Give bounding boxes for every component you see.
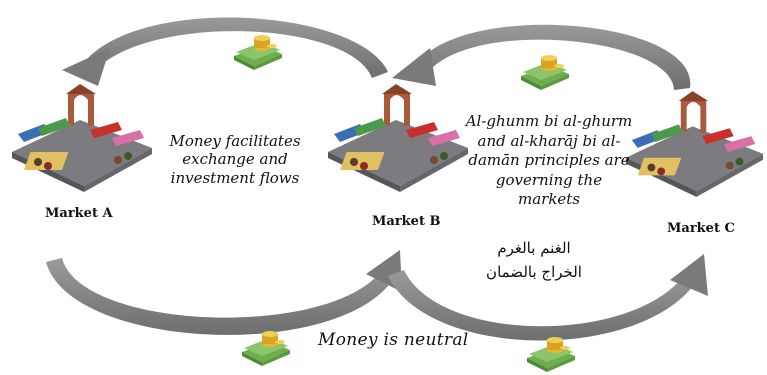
money-stack-icon: [240, 328, 292, 372]
arrow-b-to-c: [388, 270, 700, 341]
arabic-maxims: الغنم بالغرم الخراج بالضمان: [474, 236, 594, 284]
arabic-line: الخراج بالضمان: [486, 263, 582, 281]
caption-line: governing the markets: [495, 170, 603, 209]
market-a-label: Market A: [45, 206, 113, 221]
caption-line: investment flows: [170, 168, 300, 187]
market-b-label: Market B: [372, 214, 441, 229]
market-c-label: Market C: [667, 221, 735, 236]
caption-money-neutral: Money is neutral: [318, 330, 469, 350]
arrow-b-to-a: [88, 17, 388, 78]
caption-line: Money facilitates: [169, 132, 301, 150]
caption-line: Al-ghunm bi al-ghurm: [465, 112, 633, 130]
caption-line: damān principles are: [468, 151, 630, 169]
arrowhead-b-top: [392, 48, 436, 86]
money-stack-icon: [525, 334, 577, 375]
caption-line: exchange and: [182, 150, 288, 169]
market-b-icon: [324, 82, 472, 196]
caption-line: and al-kharāj bi al-: [477, 131, 621, 150]
arrow-c-to-b: [418, 24, 691, 90]
market-a-icon: [8, 82, 156, 196]
arrowhead-a: [62, 48, 110, 86]
arabic-line: الغنم بالغرم: [497, 239, 571, 257]
caption-money-facilitates: Money facilitates exchange and investmen…: [160, 132, 310, 187]
caption-principles: Al-ghunm bi al-ghurm and al-kharāj bi al…: [464, 112, 634, 210]
money-stack-icon: [519, 52, 571, 96]
market-c-icon: [622, 88, 767, 202]
money-stack-icon: [232, 32, 284, 76]
arrow-a-to-b: [46, 258, 394, 335]
arrowhead-c: [670, 254, 708, 296]
